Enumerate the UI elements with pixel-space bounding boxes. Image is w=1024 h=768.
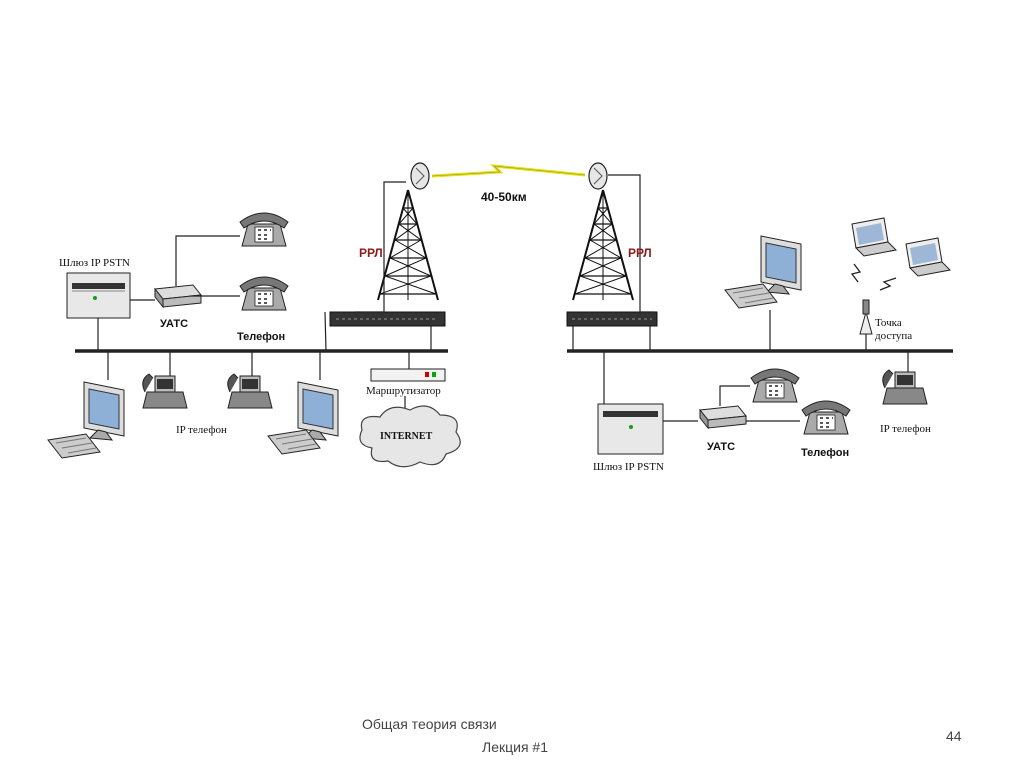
left-phone-top: [239, 212, 289, 247]
right-phone-bottom: [801, 400, 851, 435]
rrl-right-label: РРЛ: [628, 246, 652, 260]
right-phone-top: [750, 368, 800, 403]
right-pbx: [699, 405, 747, 429]
left-ip-phone-1: [142, 373, 188, 409]
router: [370, 368, 446, 382]
laptop-1: [851, 217, 897, 257]
right-pc-monitor: [760, 235, 802, 295]
internet-label: INTERNET: [380, 431, 433, 442]
footer-course-title: Общая теория связи: [362, 716, 497, 732]
router-label: Маршрутизатор: [366, 385, 441, 397]
left-rrl-dish: [410, 162, 430, 190]
right-rrl-dish: [588, 162, 608, 190]
left-pc-1-monitor: [83, 381, 125, 441]
rrl-left-label: РРЛ: [359, 246, 383, 260]
left-ip-phone-2: [227, 373, 273, 409]
laptop-2: [905, 237, 951, 277]
pbx-to-phones-wire: [175, 235, 240, 297]
access-point-label-line2: доступа: [875, 330, 913, 342]
left-switch: [329, 311, 446, 327]
left-gateway: [66, 272, 131, 319]
access-point-label-line1: Точка: [875, 317, 902, 329]
wifi-signal-icon: [850, 263, 897, 291]
right-gateway: [597, 403, 664, 455]
left-ip-phone-label: IP телефон: [176, 424, 227, 436]
left-rrl-tower: [377, 189, 439, 301]
right-ip-phone-label: IP телефон: [880, 423, 931, 435]
footer-lecture-subtitle: Лекция #1: [482, 739, 548, 755]
left-phone-label: Телефон: [237, 331, 286, 343]
right-phone-label: Телефон: [801, 447, 850, 459]
left-gateway-label: Шлюз IP PSTN: [59, 257, 130, 269]
right-rrl-tower: [572, 189, 634, 301]
left-phone-bottom: [239, 276, 289, 311]
distance-label: 40-50км: [481, 190, 527, 204]
internet-cloud: [359, 405, 461, 468]
access-point: [859, 299, 873, 335]
right-pbx-label: УАТС: [707, 441, 736, 453]
right-ip-phone: [882, 369, 928, 405]
left-pbx-label: УАТС: [160, 318, 189, 330]
right-switch: [566, 311, 658, 327]
right-pc-keyboard: [724, 283, 778, 309]
page-number: 44: [946, 728, 962, 744]
right-gateway-label: Шлюз IP PSTN: [593, 461, 664, 473]
